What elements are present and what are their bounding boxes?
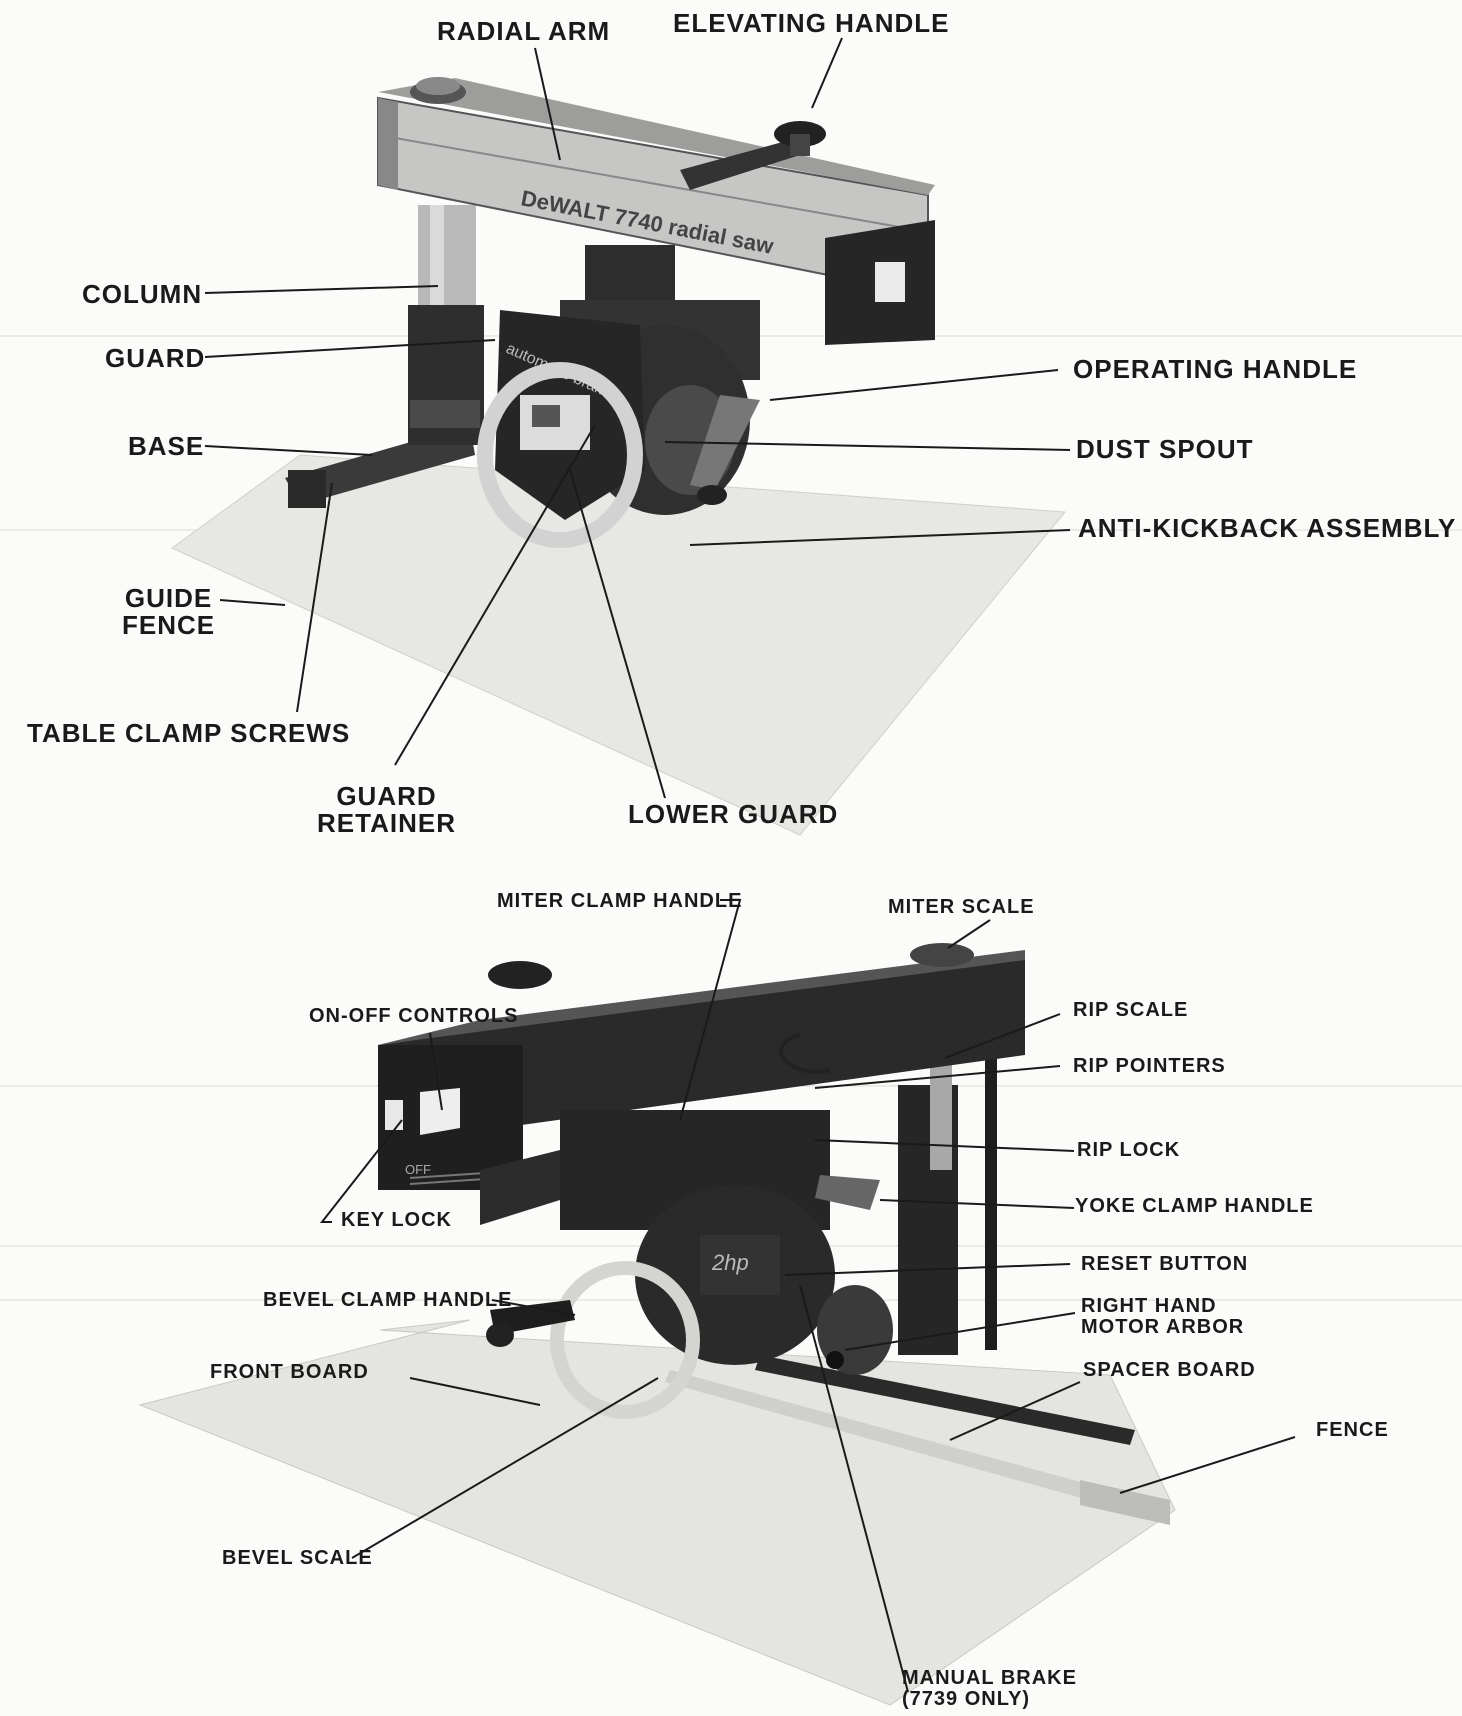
label-on-off-controls: ON-OFF CONTROLS <box>309 1005 519 1027</box>
label-elevating-handle: ELEVATING HANDLE <box>673 8 950 38</box>
label-spacer-board: SPACER BOARD <box>1083 1359 1256 1381</box>
top-elevating-handle-drawing <box>680 121 826 190</box>
label-rip-lock: RIP LOCK <box>1077 1139 1181 1161</box>
label-guard-retainer: GUARD RETAINER <box>317 781 456 839</box>
label-dust-spout: DUST SPOUT <box>1076 434 1254 464</box>
label-radial-arm: RADIAL ARM <box>437 16 611 46</box>
label-miter-clamp-handle: MITER CLAMP HANDLE <box>497 890 743 912</box>
label-rip-scale: RIP SCALE <box>1073 999 1189 1021</box>
label-column: COLUMN <box>82 279 203 309</box>
bottom-leader-lines <box>319 899 1296 1693</box>
label-front-board: FRONT BOARD <box>210 1361 369 1383</box>
label-right-hand-motor-arbor: RIGHT HAND MOTOR ARBOR <box>1081 1295 1245 1338</box>
top-column-upper <box>418 205 476 315</box>
label-operating-handle: OPERATING HANDLE <box>1073 354 1358 384</box>
label-yoke-clamp-handle: YOKE CLAMP HANDLE <box>1075 1195 1314 1217</box>
label-rip-pointers: RIP POINTERS <box>1073 1055 1226 1077</box>
label-anti-kickback-assembly: ANTI-KICKBACK ASSEMBLY <box>1078 513 1457 543</box>
label-manual-brake: MANUAL BRAKE (7739 ONLY) <box>902 1667 1077 1710</box>
label-lower-guard: LOWER GUARD <box>628 799 839 829</box>
top-leader-lines <box>204 37 1071 799</box>
top-lower-guard-drawing <box>477 362 643 548</box>
label-base: BASE <box>128 431 205 461</box>
bottom-switch-text: OFF <box>405 1162 431 1177</box>
label-key-lock: KEY LOCK <box>341 1209 452 1231</box>
bottom-radial-saw-illustration: OFF 2hp <box>138 943 1176 1706</box>
bottom-guard-ring <box>550 1261 700 1419</box>
bottom-radial-arm <box>378 955 1025 1145</box>
label-guard: GUARD <box>105 343 206 373</box>
top-table <box>171 454 1066 836</box>
label-bevel-clamp-handle: BEVEL CLAMP HANDLE <box>263 1289 513 1311</box>
top-radial-saw-illustration: DeWALT 7740 radial saw automatic brake <box>171 77 1066 836</box>
bottom-table <box>138 1319 1176 1706</box>
bottom-fence-strip <box>665 1370 1165 1520</box>
label-bevel-scale: BEVEL SCALE <box>222 1547 373 1569</box>
bottom-motor-text: 2hp <box>711 1250 749 1275</box>
label-guide-fence: GUIDE FENCE <box>122 583 216 641</box>
label-reset-button: RESET BUTTON <box>1081 1253 1249 1275</box>
label-fence: FENCE <box>1316 1419 1389 1441</box>
label-miter-scale: MITER SCALE <box>888 896 1035 918</box>
label-table-clamp-screws: TABLE CLAMP SCREWS <box>27 718 351 748</box>
